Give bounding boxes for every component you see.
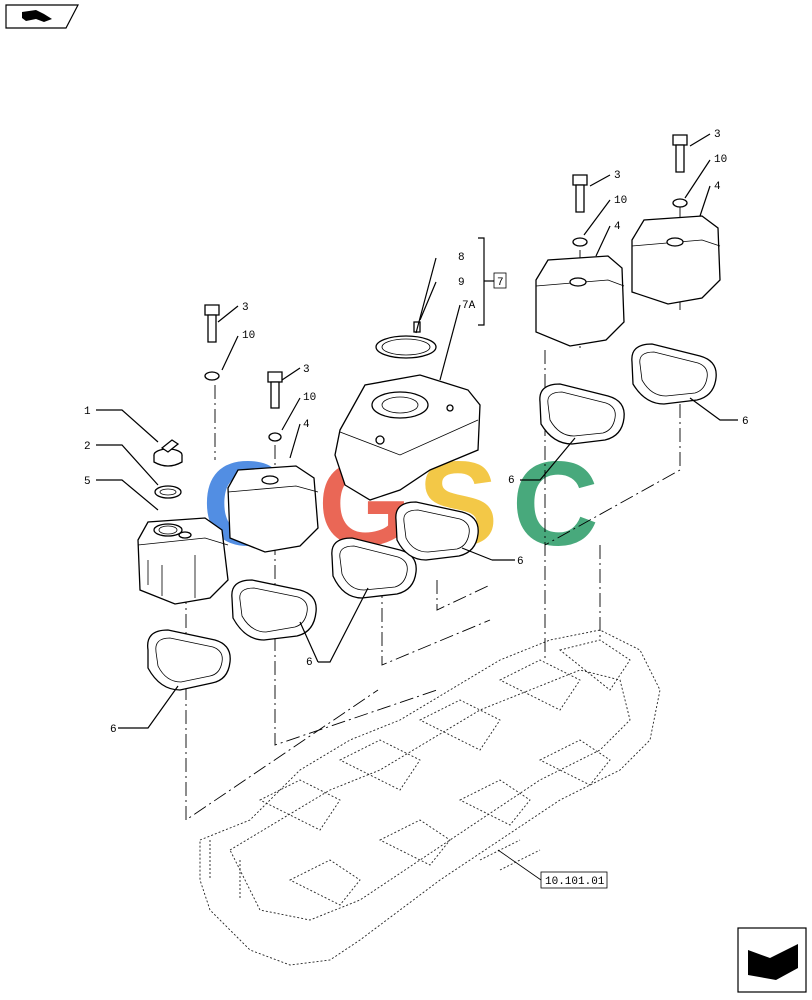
breather-cover <box>334 374 481 501</box>
callout-3-a: 3 <box>242 302 249 314</box>
callout-6-b: 6 <box>306 657 313 669</box>
callout-8: 8 <box>458 252 465 264</box>
arrow-icon <box>748 944 798 980</box>
gasket-6 <box>631 343 717 405</box>
bolt-2 <box>267 371 283 409</box>
callout-1: 1 <box>84 406 91 418</box>
callout-4-c: 4 <box>614 221 621 233</box>
callout-9: 9 <box>458 277 465 289</box>
cylinder-head <box>199 629 661 966</box>
callout-2: 2 <box>84 441 91 453</box>
o-ring <box>154 485 182 499</box>
callout-4-d: 4 <box>714 181 721 193</box>
callout-3-c: 3 <box>614 170 621 182</box>
callout-numbers: 1 2 5 3 10 3 10 4 8 9 7A 3 10 4 3 10 4 6… <box>84 129 749 736</box>
bolt-3 <box>572 174 588 213</box>
bracket-label: 7 <box>497 277 504 289</box>
watermark-letter-4: C <box>512 437 599 571</box>
seal-ring <box>375 335 437 359</box>
callout-10-a: 10 <box>242 330 255 342</box>
gasket-3 <box>331 537 417 599</box>
bolt-4 <box>672 134 688 173</box>
gasket-5 <box>539 383 625 445</box>
valve-cover-2 <box>227 465 319 553</box>
filler-cap <box>153 439 183 467</box>
back-nav-tab[interactable] <box>5 4 79 29</box>
reference-label: 10.101.01 <box>545 876 605 888</box>
callout-4-b: 4 <box>303 419 310 431</box>
valve-cover-4 <box>631 215 721 305</box>
gasket-4 <box>395 501 479 561</box>
bracket-box <box>493 272 507 289</box>
gasket-1 <box>147 629 231 691</box>
washer-4 <box>672 198 688 208</box>
callout-10-b: 10 <box>303 392 316 404</box>
gasket-2 <box>231 579 317 641</box>
callout-10-d: 10 <box>714 154 727 166</box>
callout-6-c: 6 <box>517 556 524 568</box>
washer-1 <box>204 371 220 381</box>
callout-6-a: 6 <box>110 724 117 736</box>
valve-cover-3 <box>535 255 625 347</box>
book-icon <box>22 10 52 22</box>
callout-10-c: 10 <box>614 195 627 207</box>
next-nav-tab[interactable] <box>737 927 807 993</box>
callout-7a: 7A <box>462 300 476 312</box>
bolt-1 <box>204 304 220 343</box>
washer-2 <box>268 432 282 442</box>
valve-cover-filler <box>137 517 229 605</box>
callout-6-e: 6 <box>742 416 749 428</box>
callout-3-d: 3 <box>714 129 721 141</box>
reference-box[interactable] <box>540 871 608 889</box>
callout-5: 5 <box>84 476 91 488</box>
callout-6-d: 6 <box>508 475 515 487</box>
callout-3-b: 3 <box>303 364 310 376</box>
washer-3 <box>572 237 588 247</box>
leader-lines <box>96 133 738 729</box>
